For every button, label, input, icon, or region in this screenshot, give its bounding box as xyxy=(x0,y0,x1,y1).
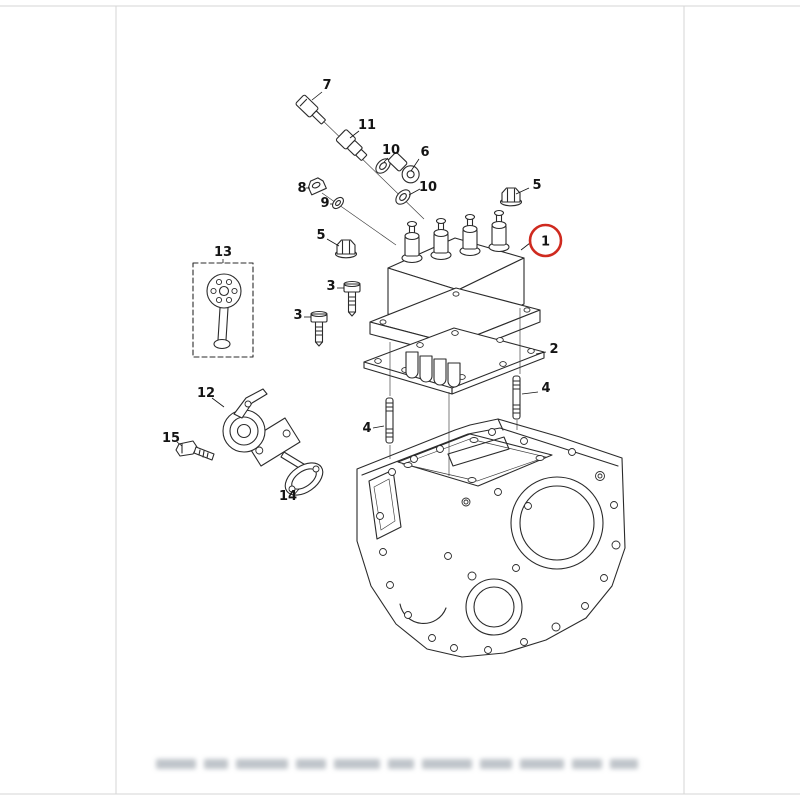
part-3-bolt-b xyxy=(310,310,328,347)
pump-barrels xyxy=(405,351,461,388)
callout-4b: 4 xyxy=(541,381,550,396)
engine-block xyxy=(356,418,626,658)
injector-holder-1 xyxy=(401,220,423,264)
part-12-fuel-feed-pump xyxy=(222,388,317,477)
part-4-stud-right xyxy=(512,375,521,420)
part-5-nut-left xyxy=(334,239,358,259)
callout-9: 9 xyxy=(320,196,329,211)
callout-13: 13 xyxy=(214,245,232,260)
part-3-bolt-a xyxy=(343,280,361,317)
part-7-plug-bolt xyxy=(295,94,326,125)
callout-10b: 10 xyxy=(419,180,437,195)
callout-labels: 7 11 10 6 8 9 10 5 5 13 3 3 2 4 4 12 15 … xyxy=(162,78,559,504)
callout-10a: 10 xyxy=(382,143,400,158)
part-11-connector-fitting xyxy=(335,129,368,161)
projection-lines xyxy=(389,308,521,476)
injector-holder-2 xyxy=(430,217,452,261)
callout-3b: 3 xyxy=(293,308,302,323)
frame-border xyxy=(0,5,800,795)
part-14-oval-gasket xyxy=(284,462,324,496)
part-13-dashed-box xyxy=(192,262,254,358)
injector-holder-4 xyxy=(488,209,510,253)
part-15-bolt xyxy=(175,440,215,461)
callout-6: 6 xyxy=(420,145,429,160)
watermark-strip xyxy=(156,759,638,769)
callout-4a: 4 xyxy=(362,421,371,436)
callout-11: 11 xyxy=(358,118,376,133)
callout-5a: 5 xyxy=(316,228,325,243)
part-4-stud-left xyxy=(385,397,394,444)
callout-2: 2 xyxy=(549,342,558,357)
highlight-circle-part-1 xyxy=(528,223,563,258)
injector-holder-3 xyxy=(459,213,481,257)
part-5-nut-right xyxy=(499,187,523,207)
part-13-governor-assembly xyxy=(192,262,254,358)
part-9-washer xyxy=(332,196,344,210)
part-6-banjo-fitting xyxy=(388,152,420,184)
part-10-washer-b xyxy=(395,189,411,205)
part-8-nut xyxy=(307,177,327,196)
callout-14: 14 xyxy=(279,489,297,504)
leader-lines xyxy=(176,91,547,497)
callout-15: 15 xyxy=(162,431,180,446)
callout-8: 8 xyxy=(297,181,306,196)
part-10-washer-a xyxy=(375,158,391,174)
callout-3a: 3 xyxy=(326,279,335,294)
callout-1: 1 xyxy=(541,235,550,250)
callout-5b: 5 xyxy=(532,178,541,193)
callout-7: 7 xyxy=(322,78,331,93)
callout-12: 12 xyxy=(197,386,215,401)
